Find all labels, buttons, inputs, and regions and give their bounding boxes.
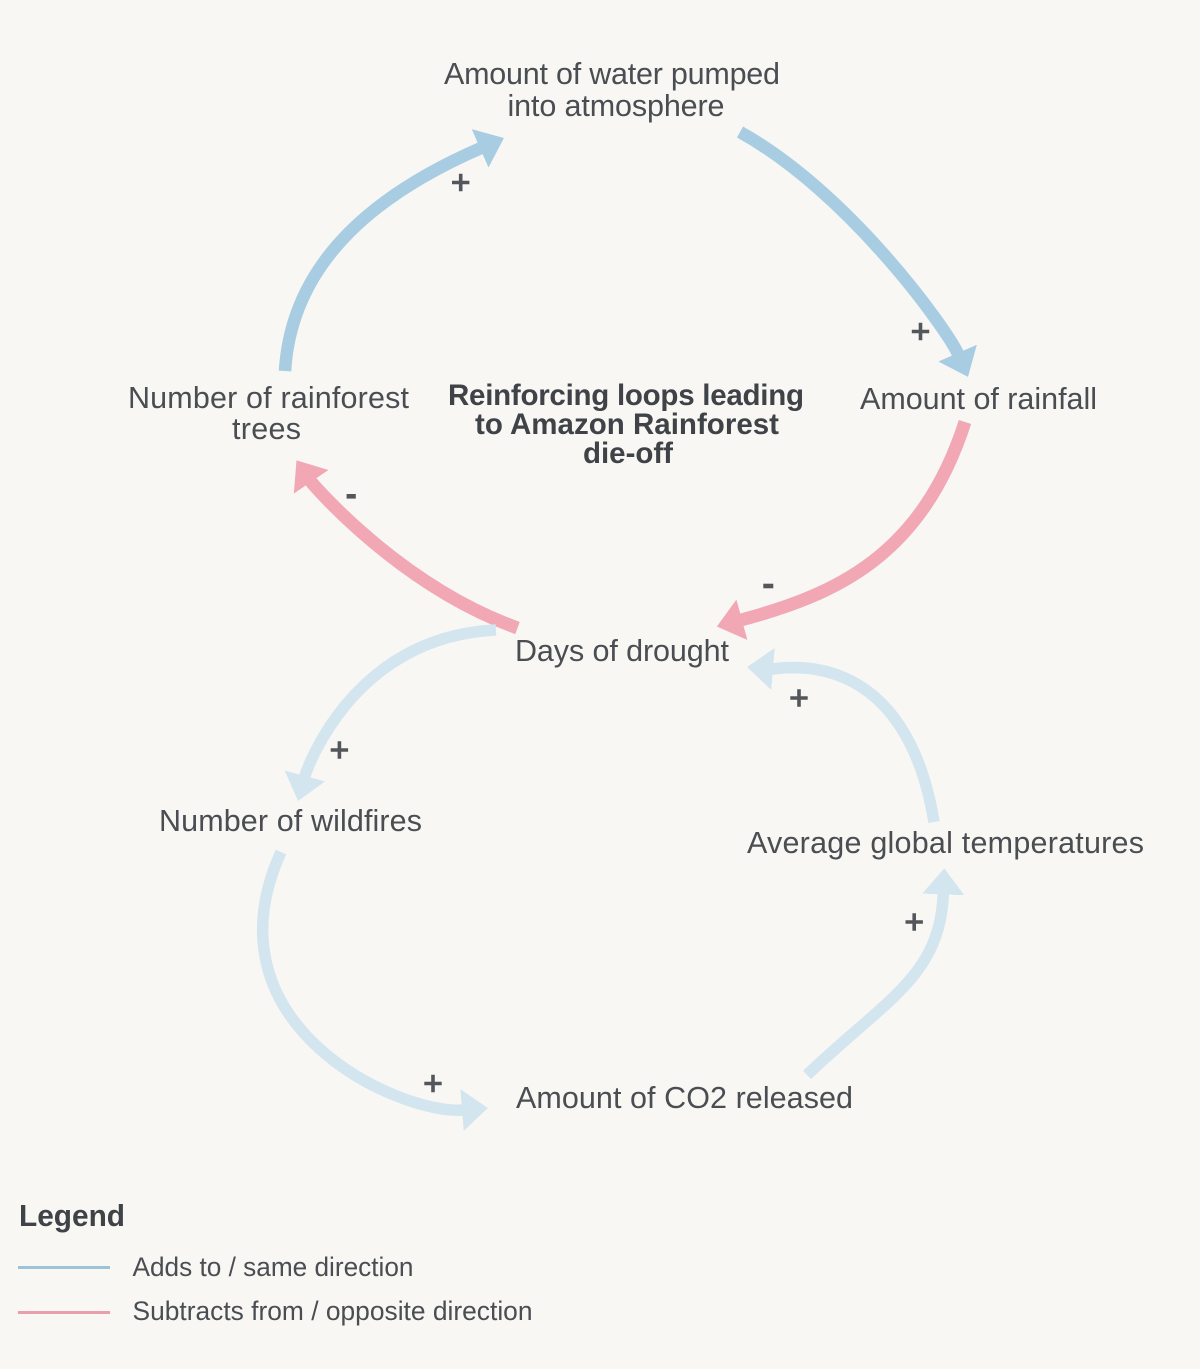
svg-text:Number of rainforest: Number of rainforest — [128, 381, 410, 415]
svg-text:Amount of water pumped: Amount of water pumped — [444, 57, 780, 91]
svg-text:Adds to / same direction: Adds to / same direction — [133, 1252, 414, 1282]
svg-text:to Amazon Rainforest: to Amazon Rainforest — [475, 408, 779, 441]
svg-text:into atmosphere: into atmosphere — [508, 89, 725, 123]
svg-text:Reinforcing loops leading: Reinforcing loops leading — [448, 379, 804, 412]
svg-text:Amount of CO2 released: Amount of CO2 released — [516, 1081, 853, 1115]
svg-text:Days of drought: Days of drought — [515, 634, 730, 668]
svg-text:trees: trees — [232, 412, 301, 446]
svg-text:Legend: Legend — [19, 1199, 125, 1233]
svg-text:die-off: die-off — [583, 437, 673, 470]
svg-text:Average global temperatures: Average global temperatures — [747, 826, 1144, 860]
svg-text:Amount of rainfall: Amount of rainfall — [860, 382, 1097, 416]
svg-text:Subtracts from / opposite dire: Subtracts from / opposite direction — [133, 1296, 533, 1326]
svg-text:Number of wildfires: Number of wildfires — [159, 804, 422, 838]
